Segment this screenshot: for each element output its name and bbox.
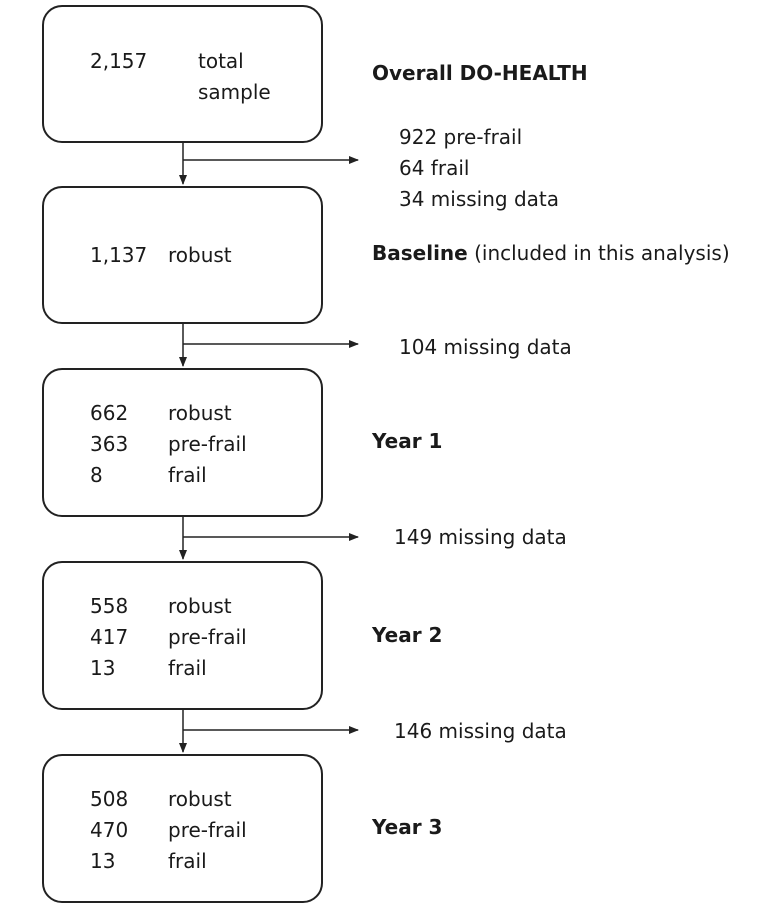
row-label: pre-frail	[168, 818, 247, 842]
box-row: 1,137 robust	[90, 240, 232, 271]
stage-label-overall: Overall DO-HEALTH	[372, 61, 588, 85]
box-row: 363 pre-frail	[90, 429, 247, 460]
stage-label-baseline: Baseline (included in this analysis)	[372, 241, 730, 265]
row-label: pre-frail	[168, 625, 247, 649]
row-label: total	[198, 49, 244, 73]
flow-box-year-2: 558 robust 417 pre-frail 13 frail	[42, 561, 323, 710]
stage-label-year-1: Year 1	[372, 429, 443, 453]
row-label: robust	[168, 401, 232, 425]
box-row: 470 pre-frail	[90, 815, 247, 846]
count: 1,137	[90, 243, 148, 267]
row-label: frail	[168, 656, 207, 680]
box-row: 508 robust	[90, 784, 232, 815]
box-row: 662 robust	[90, 398, 232, 429]
count: 470	[90, 818, 129, 842]
count: 13	[90, 849, 116, 873]
box-row: 13 frail	[90, 846, 207, 877]
count: 508	[90, 787, 129, 811]
count: 8	[90, 463, 103, 487]
row-label: frail	[168, 849, 207, 873]
exclusion-text-1: 922 pre-frail 64 frail 34 missing data	[399, 125, 560, 211]
flow-box-year-1: 662 robust 363 pre-frail 8 frail	[42, 368, 323, 517]
box-row: 2,157 total	[90, 46, 244, 77]
exclusion-text-3: 149 missing data	[394, 525, 567, 549]
box-row: 558 robust	[90, 591, 232, 622]
row-label: robust	[168, 243, 232, 267]
count: 558	[90, 594, 129, 618]
row-label: sample	[198, 80, 271, 104]
row-label: robust	[168, 787, 232, 811]
stage-label-year-2: Year 2	[372, 623, 443, 647]
exclusion-text-4: 146 missing data	[394, 719, 567, 743]
box-row: 8 frail	[90, 460, 207, 491]
flow-box-overall: 2,157 total sample	[42, 5, 323, 143]
box-row: 13 frail	[90, 653, 207, 684]
row-label: frail	[168, 463, 207, 487]
row-label: pre-frail	[168, 432, 247, 456]
stage-label-year-3: Year 3	[372, 815, 443, 839]
count: 662	[90, 401, 129, 425]
row-label: robust	[168, 594, 232, 618]
box-row: 417 pre-frail	[90, 622, 247, 653]
count: 2,157	[90, 49, 148, 73]
exclusion-text-2: 104 missing data	[399, 335, 572, 359]
count: 363	[90, 432, 129, 456]
flow-box-baseline: 1,137 robust	[42, 186, 323, 324]
flow-box-year-3: 508 robust 470 pre-frail 13 frail	[42, 754, 323, 903]
count: 13	[90, 656, 116, 680]
count: 417	[90, 625, 129, 649]
box-row: sample	[90, 77, 271, 108]
